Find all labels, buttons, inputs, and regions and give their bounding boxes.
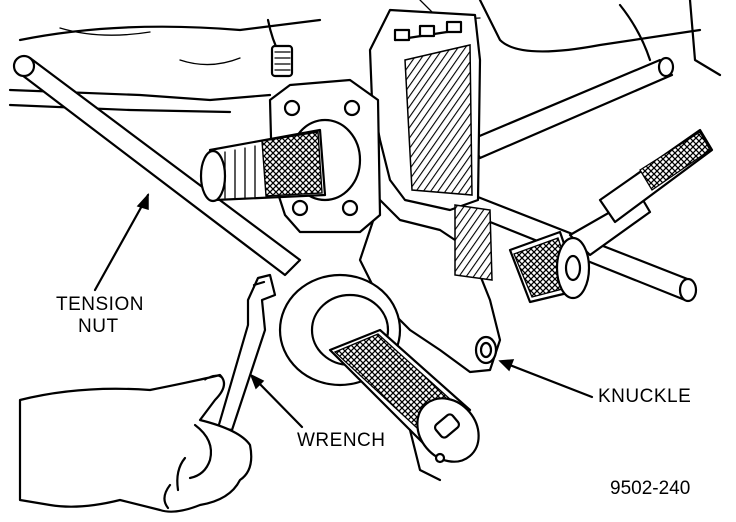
tie-rod [12,54,302,277]
wrench-label: WRENCH [297,430,386,451]
tension-nut-label: TENSION NUT [56,294,144,338]
brake-cable [266,18,294,78]
steering-knuckle [358,8,502,374]
wrench [216,273,277,432]
figure-id: 9502-240 [610,478,691,499]
tie-rod-end [508,128,714,304]
hub-plate [199,78,382,234]
stabilizer-bar [468,56,675,160]
tension-nut-label-line1: TENSION [56,294,144,315]
leader-lines [93,193,594,429]
hand [18,373,253,513]
knuckle-label: KNUCKLE [598,386,692,407]
tension-nut-label-line2: NUT [78,316,119,337]
adjusting-sleeve [278,273,480,482]
